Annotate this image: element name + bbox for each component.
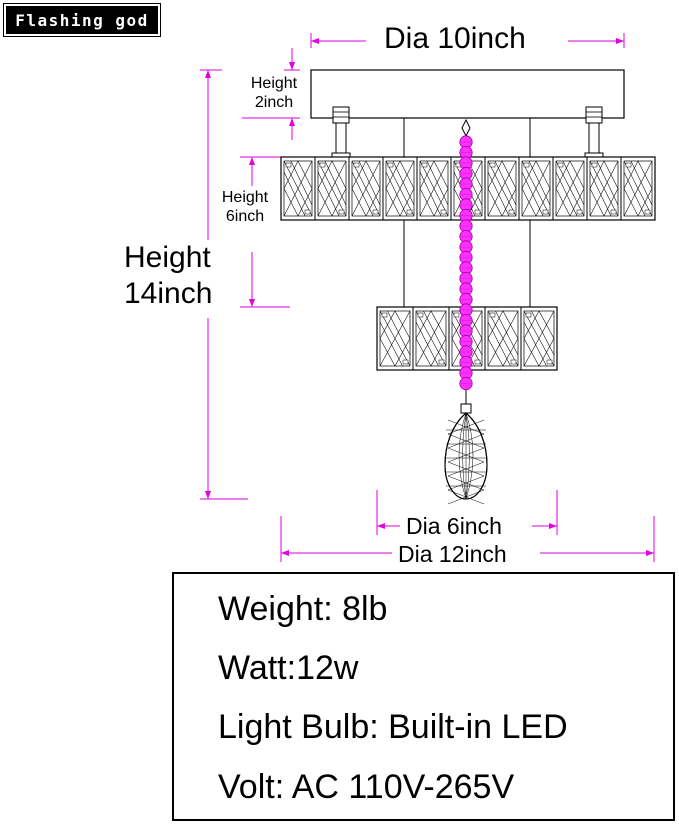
spec-box: Weight: 8lb Watt:12w Light Bulb: Built-i… bbox=[172, 572, 675, 821]
brand-logo: Flashing god bbox=[3, 3, 161, 37]
spec-watt: Watt:12w bbox=[218, 649, 359, 687]
brand-name: Flashing god bbox=[15, 11, 149, 30]
spec-weight: Weight: 8lb bbox=[218, 590, 388, 628]
height-total-label: Height 14inch bbox=[124, 241, 213, 310]
height-canopy-label: Height 2inch bbox=[250, 75, 298, 111]
canopy bbox=[310, 69, 625, 119]
dia-top-label: Dia 10inch bbox=[384, 22, 526, 55]
spec-bulb: Light Bulb: Built-in LED bbox=[218, 708, 568, 746]
height-ring-label: Height 6inch bbox=[221, 189, 269, 225]
dia-large-label: Dia 12inch bbox=[398, 541, 507, 567]
spec-volt: Volt: AC 110V-265V bbox=[218, 768, 515, 806]
dimension-lines bbox=[200, 33, 655, 562]
crystal-drop-pendant bbox=[444, 390, 488, 505]
dia-small-label: Dia 6inch bbox=[406, 513, 502, 539]
crystal-bead-chain bbox=[459, 118, 473, 391]
